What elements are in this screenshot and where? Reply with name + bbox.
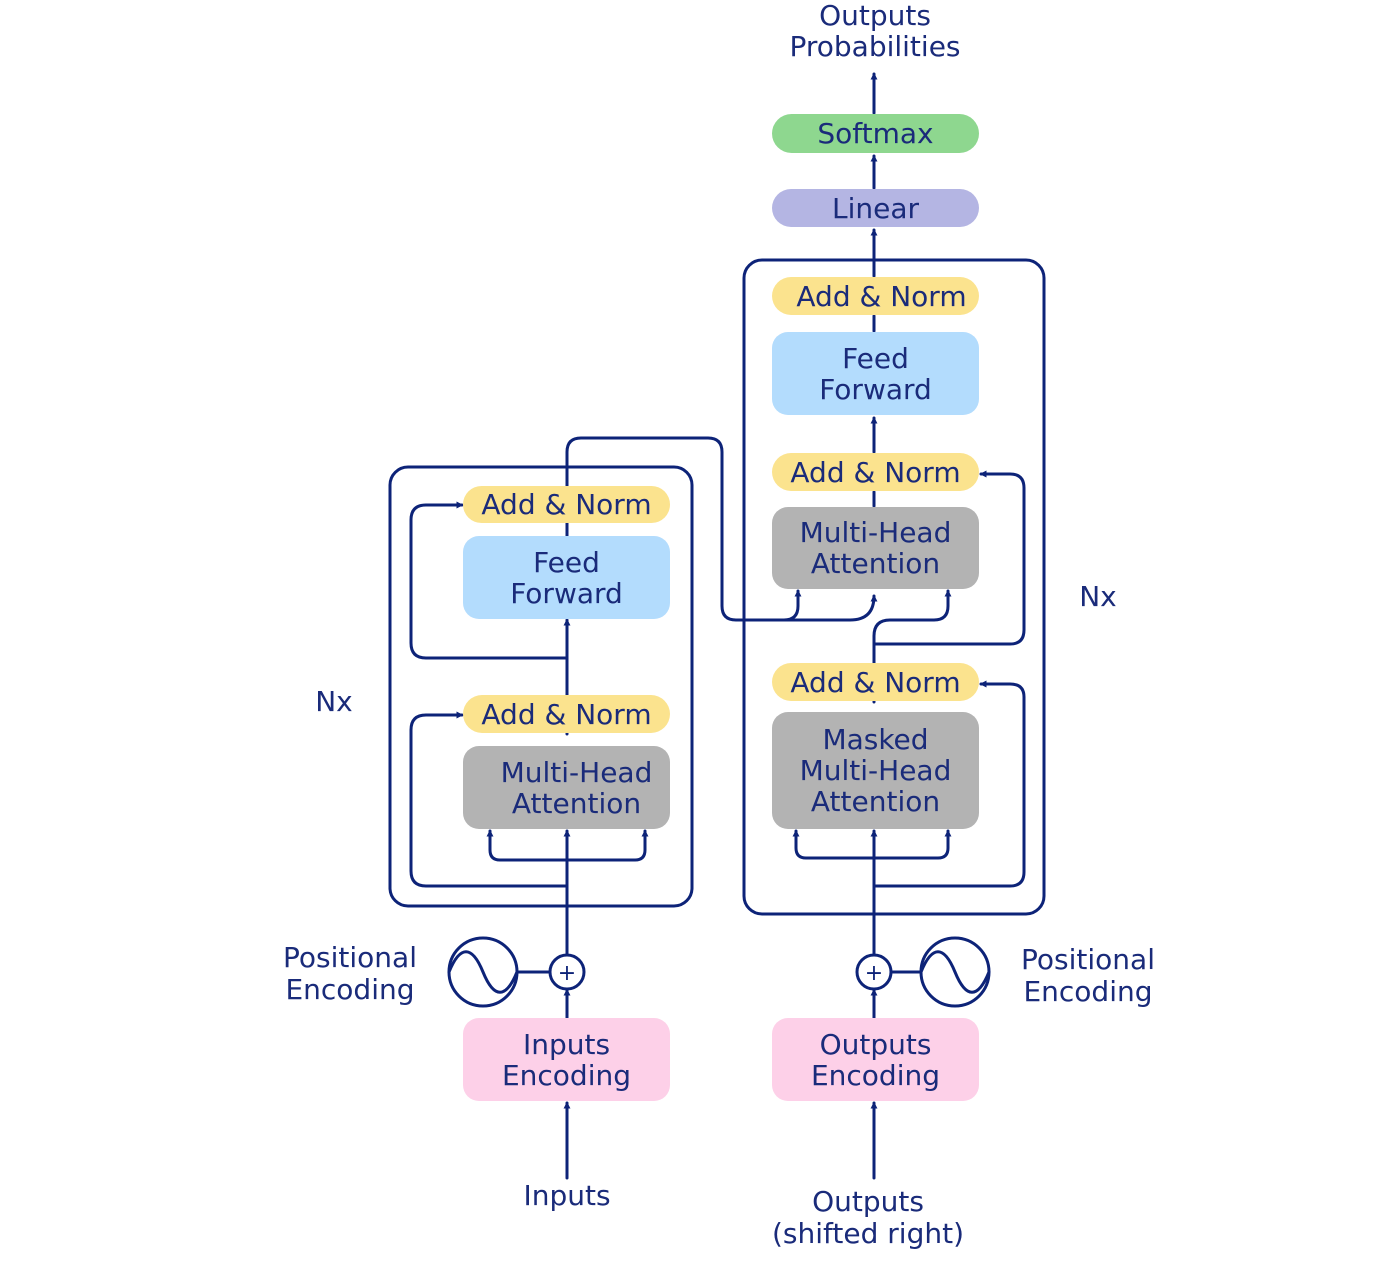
dec-masked-branch-right: [872, 829, 952, 860]
enc-residual-1: [409, 711, 569, 888]
enc-attn-line2: Attention: [511, 786, 642, 820]
enc-ff-line1: Feed: [533, 545, 600, 579]
enc-add-norm-top: Add & Norm: [463, 486, 670, 523]
outputs-shifted-label: Outputs (shifted right): [752, 1186, 984, 1250]
enc-attn-branch-right: [565, 829, 649, 862]
outputs-shifted-line1: Outputs: [812, 1185, 924, 1218]
dec-adder-plus: +: [865, 961, 883, 986]
dec-pos-line2: Encoding: [1023, 975, 1153, 1008]
dec-add-norm-mid-label: Add & Norm: [790, 455, 961, 489]
dec-adder-circle: [855, 953, 893, 991]
enc-to-dec-wire: [565, 436, 878, 622]
dec-cross-attention: Multi-Head Attention: [772, 507, 979, 589]
softmax-label: Softmax: [817, 117, 934, 150]
enc-ff-line2: Forward: [510, 576, 623, 610]
encoder-stack-frame: [388, 465, 694, 908]
dec-masked-attention: Masked Multi-Head Attention: [772, 712, 979, 829]
dec-masked-line3: Attention: [810, 785, 941, 818]
enc-attn-branch: [486, 829, 569, 862]
dec-cross-line2: Attention: [810, 547, 941, 580]
enc-residual-2: [409, 501, 569, 660]
enc-pos-wave: [447, 950, 519, 994]
dec-ff-line1: Feed: [842, 341, 909, 375]
enc-feed-forward: Feed Forward: [463, 536, 670, 619]
dec-embed-line2: Encoding: [810, 1058, 941, 1092]
enc-add-norm-top-label: Add & Norm: [481, 488, 652, 521]
output-prob-line1: Outputs: [819, 0, 931, 32]
dec-pos-line1: Positional: [1021, 943, 1155, 976]
softmax-block: Softmax: [772, 114, 979, 153]
dec-feed-forward: Feed Forward: [772, 332, 979, 415]
dec-add-norm-top-label: Add & Norm: [796, 279, 967, 313]
dec-residual-2: [872, 470, 1026, 646]
enc-input-embedding: Inputs Encoding: [463, 1018, 670, 1101]
inputs-label: Inputs: [523, 1179, 611, 1212]
enc-adder-circle: [548, 953, 586, 991]
enc-adder-plus: +: [558, 961, 576, 986]
enc-attn-line1: Multi-Head: [500, 755, 653, 789]
linear-label: Linear: [831, 191, 920, 225]
dec-output-embedding: Outputs Encoding: [772, 1018, 979, 1101]
outputs-shifted-line2: (shifted right): [772, 1217, 964, 1250]
dec-ff-line2: Forward: [819, 372, 932, 406]
encoder-nx-label: Nx: [315, 685, 353, 718]
enc-pos-line2: Encoding: [285, 973, 415, 1006]
enc-to-dec-wire-k: [758, 589, 802, 622]
enc-add-norm-bottom-label: Add & Norm: [481, 697, 652, 731]
dec-cross-line1: Multi-Head: [799, 516, 952, 549]
enc-add-norm-bottom: Add & Norm: [463, 695, 670, 733]
dec-positional-encoding-label: Positional Encoding: [1008, 944, 1168, 1008]
decoder-stack-frame: [742, 258, 1046, 916]
enc-positional-encoding-label: Positional Encoding: [270, 942, 430, 1006]
output-prob-line2: Probabilities: [789, 30, 961, 63]
enc-embed-line1: Inputs: [522, 1027, 611, 1061]
linear-block: Linear: [772, 189, 979, 227]
decoder-nx-label: Nx: [1079, 580, 1117, 613]
dec-masked-line1: Masked: [822, 723, 929, 756]
dec-add-norm-mid: Add & Norm: [772, 453, 979, 491]
enc-multi-head-attention: Multi-Head Attention: [463, 746, 670, 829]
dec-masked-branch-left: [792, 829, 876, 860]
dec-residual-1: [872, 680, 1026, 888]
dec-masked-line2: Multi-Head: [799, 754, 952, 787]
enc-embed-line2: Encoding: [501, 1058, 632, 1092]
output-probabilities-label: Outputs Probabilities: [770, 0, 980, 62]
enc-pos-line1: Positional: [283, 941, 417, 974]
dec-add-norm-bottom: Add & Norm: [772, 663, 979, 701]
dec-pos-wave: [919, 950, 991, 994]
dec-add-norm-bottom-label: Add & Norm: [790, 665, 961, 699]
dec-add-norm-top: Add & Norm: [772, 277, 979, 315]
dec-addnorm-to-cross: [872, 589, 952, 704]
dec-embed-line1: Outputs: [819, 1027, 932, 1061]
